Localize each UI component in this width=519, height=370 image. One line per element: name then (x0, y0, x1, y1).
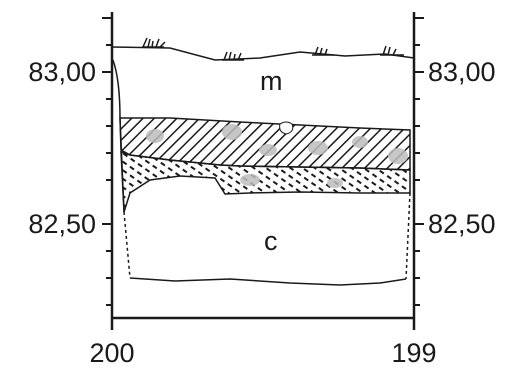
left-tick-label: 83,00 (28, 57, 96, 87)
hatched-layer-lower (120, 150, 411, 213)
left-tick-label: 82,50 (28, 209, 96, 239)
left-axis (102, 12, 114, 318)
right-tick-label: 83,00 (428, 57, 496, 87)
ground-surface (111, 37, 415, 61)
right-axis (412, 12, 424, 318)
zone-label-c: c (264, 226, 278, 256)
bottom-tick-label: 200 (89, 338, 134, 368)
zone-label-m: m (260, 66, 283, 96)
grass-tuft-icon (142, 37, 404, 61)
hatched-layer-upper (119, 117, 411, 171)
bottom-axis (110, 316, 416, 330)
right-tick-label: 82,50 (428, 209, 496, 239)
lower-deposit-boundary (123, 192, 411, 286)
bottom-tick-label: 199 (391, 338, 436, 368)
